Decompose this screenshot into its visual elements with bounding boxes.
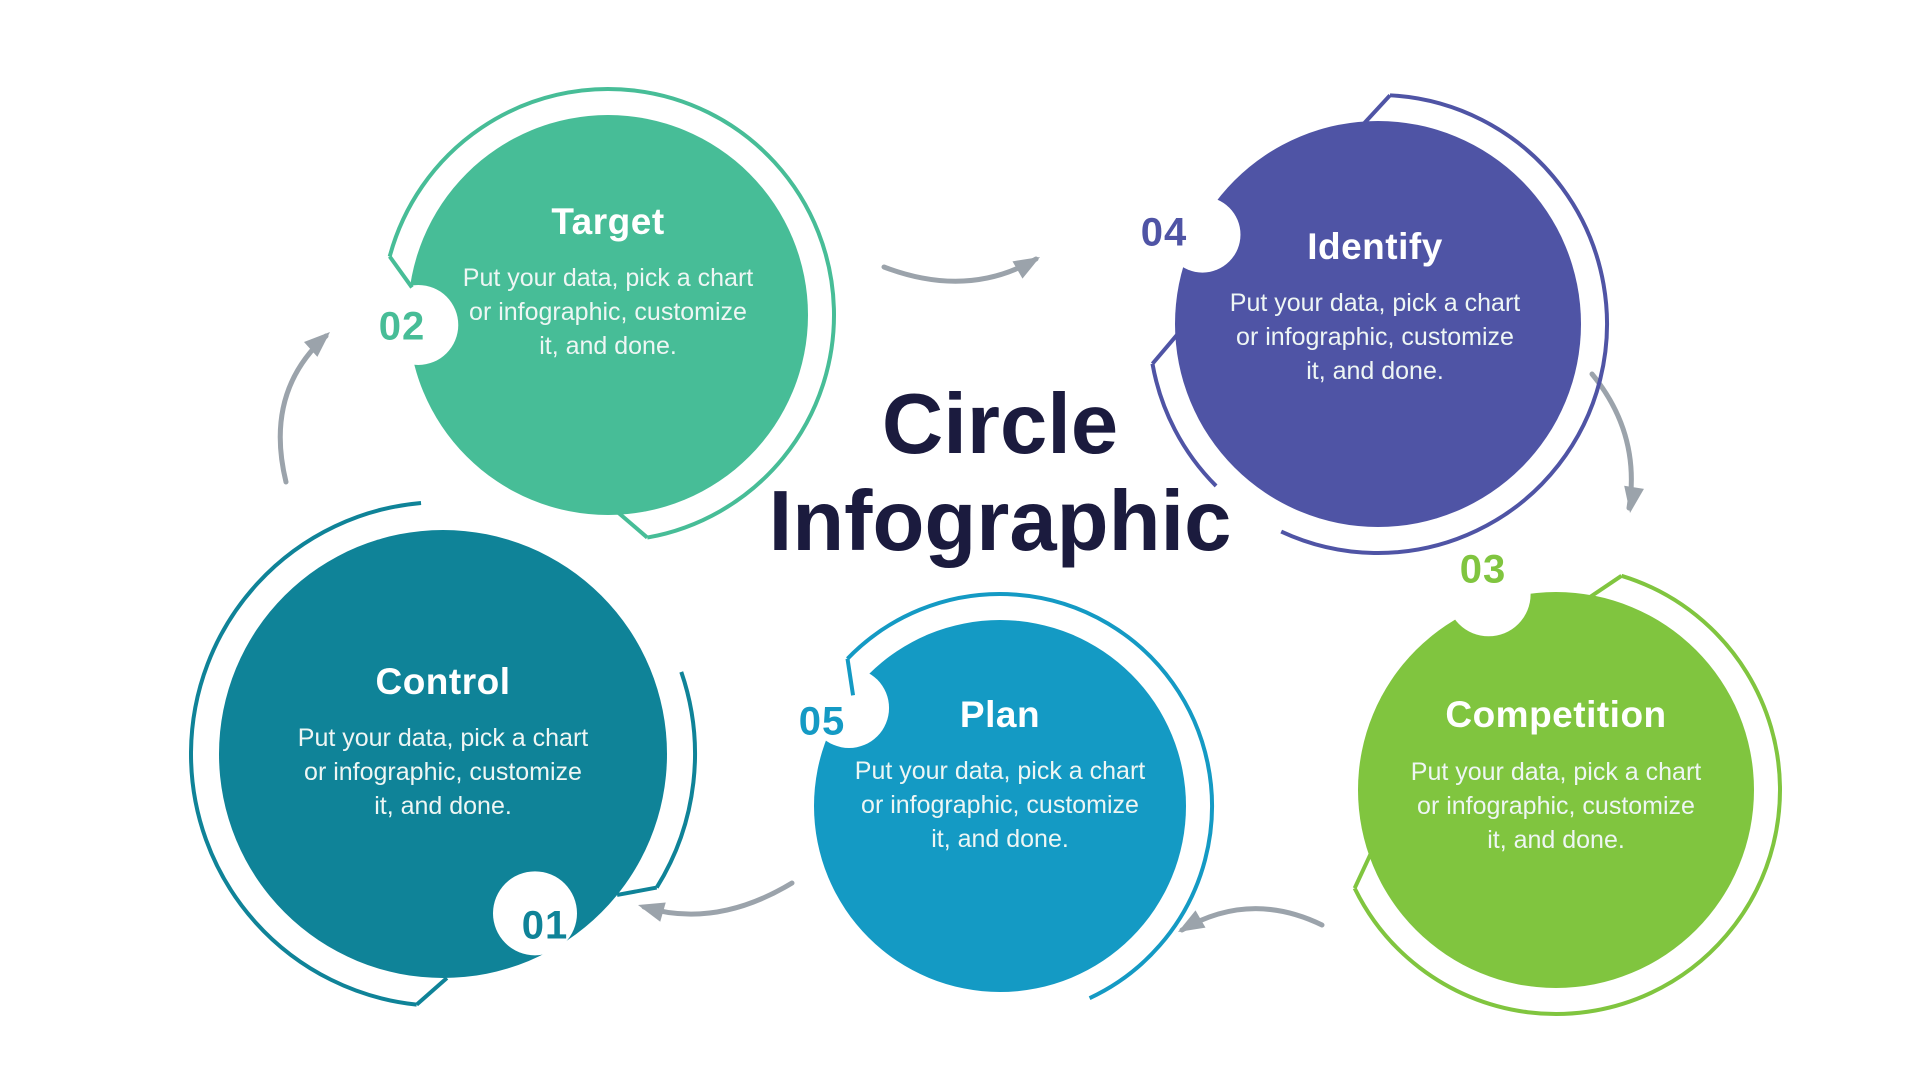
flow-arrow-5	[641, 880, 795, 917]
step-label-plan: Plan	[959, 694, 1041, 735]
desc-line: or infographic, customize	[1417, 792, 1695, 820]
desc-line: Put your data, pick a chart	[462, 264, 754, 292]
ring-hook-competition	[1588, 574, 1623, 599]
desc-line: it, and done.	[931, 825, 1069, 853]
ring-hook-target	[388, 255, 414, 289]
ring-hook-plan	[845, 658, 856, 696]
step-number-competition: 03	[1459, 547, 1507, 592]
step-desc-plan: Put your data, pick a chart or infograph…	[855, 754, 1145, 856]
ring-arc-plan-0	[846, 592, 1214, 1000]
ring-hook-control	[415, 976, 449, 1007]
ring-hook-identify	[1150, 333, 1179, 366]
desc-line: it, and done.	[1306, 357, 1444, 385]
circle-control	[219, 530, 667, 978]
ring-arc-target-0	[387, 87, 836, 540]
notch-plan	[809, 667, 890, 748]
step-desc-target: Put your data, pick a chart or infograph…	[463, 261, 753, 363]
step-number-control: 01	[521, 903, 569, 948]
flow-arrowhead-2	[1012, 257, 1040, 279]
desc-line: or infographic, customize	[304, 758, 582, 786]
ring-hook-competition	[1352, 852, 1373, 890]
step-number-identify: 04	[1140, 210, 1188, 255]
desc-line: it, and done.	[1487, 826, 1625, 854]
desc-line: or infographic, customize	[861, 791, 1139, 819]
notch-control	[493, 871, 577, 956]
ring-arc-control-1	[655, 671, 697, 889]
desc-line: it, and done.	[539, 332, 677, 360]
flow-arrowhead-5	[638, 902, 666, 922]
step-desc-competition: Put your data, pick a chart or infograph…	[1411, 755, 1701, 857]
ring-arc-competition-0	[1352, 573, 1782, 1016]
circle-target	[408, 115, 808, 515]
page-title-line2: Infographic	[768, 474, 1232, 569]
notch-identify	[1164, 196, 1241, 273]
notch-competition	[1446, 552, 1531, 637]
page-title: Circle Infographic	[620, 376, 1380, 570]
flow-arrowhead-4	[1178, 910, 1206, 932]
desc-line: it, and done.	[374, 792, 512, 820]
desc-line: or infographic, customize	[469, 298, 747, 326]
step-label-control: Control	[375, 661, 511, 702]
flow-arrowhead-1	[303, 332, 330, 357]
circle-identify	[1175, 121, 1581, 527]
flow-arrowhead-3	[1624, 485, 1644, 513]
step-label-competition: Competition	[1445, 694, 1667, 735]
ring-arc-control-0	[189, 500, 422, 1007]
step-desc-identify: Put your data, pick a chart or infograph…	[1230, 286, 1520, 388]
ring-arc-identify-1	[1150, 363, 1218, 488]
ring-arc-identify-0	[1280, 93, 1610, 555]
step-number-target: 02	[378, 304, 426, 349]
desc-line: Put your data, pick a chart	[854, 757, 1146, 785]
circle-plan	[814, 620, 1186, 992]
desc-line: Put your data, pick a chart	[297, 724, 589, 752]
desc-line: or infographic, customize	[1236, 323, 1514, 351]
ring-hook-control	[616, 885, 658, 897]
page-title-line1: Circle	[881, 377, 1119, 472]
circle-competition	[1358, 592, 1754, 988]
flow-arrow-1	[277, 333, 329, 485]
notch-target	[378, 284, 459, 365]
step-number-plan: 05	[798, 699, 846, 744]
ring-hook-identify	[1362, 93, 1392, 125]
step-desc-control: Put your data, pick a chart or infograph…	[298, 721, 588, 823]
desc-line: Put your data, pick a chart	[1410, 758, 1702, 786]
step-label-target: Target	[551, 201, 665, 242]
ring-hook-target	[617, 511, 649, 540]
desc-line: Put your data, pick a chart	[1229, 289, 1521, 317]
step-label-identify: Identify	[1307, 226, 1443, 267]
